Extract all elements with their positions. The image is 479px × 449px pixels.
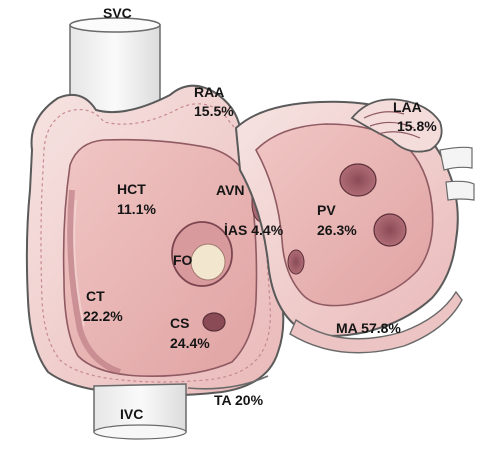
- label-avn: AVN: [216, 182, 245, 198]
- label-hct-name: HCT: [117, 181, 146, 197]
- label-ma-value: 57.8%: [361, 320, 401, 336]
- label-ma: MA 57.8%: [336, 320, 401, 336]
- label-cs: CS 24.4%: [170, 315, 210, 351]
- label-ct-name: CT: [86, 288, 105, 304]
- label-ta-value: 20%: [235, 392, 263, 408]
- label-ias: İAS 4.4%: [224, 222, 283, 238]
- label-ct-value: 22.2%: [83, 308, 123, 324]
- label-fo: FO: [173, 252, 192, 268]
- label-pv-value: 26.3%: [317, 222, 357, 238]
- label-ct: CT 22.2%: [86, 288, 123, 324]
- label-svc: SVC: [103, 5, 132, 21]
- label-laa-value: 15.8%: [397, 118, 437, 134]
- label-hct-value: 11.1%: [117, 201, 156, 217]
- label-cs-value: 24.4%: [170, 335, 210, 351]
- label-raa-value: 15.5%: [194, 103, 234, 119]
- label-laa: LAA 15.8%: [393, 99, 437, 134]
- label-pv: PV 26.3%: [317, 202, 357, 238]
- label-ias-name: İAS: [224, 222, 247, 238]
- label-ma-name: MA: [336, 320, 357, 336]
- label-ta-name: TA: [214, 392, 231, 408]
- label-ivc: IVC: [120, 406, 143, 422]
- label-laa-name: LAA: [393, 99, 422, 115]
- label-hct: HCT 11.1%: [117, 181, 156, 217]
- label-raa: RAA 15.5%: [194, 84, 234, 119]
- label-raa-name: RAA: [194, 84, 224, 100]
- label-ta: TA 20%: [214, 392, 263, 408]
- label-cs-name: CS: [170, 315, 189, 331]
- label-pv-name: PV: [317, 202, 336, 218]
- label-ias-value: 4.4%: [251, 222, 283, 238]
